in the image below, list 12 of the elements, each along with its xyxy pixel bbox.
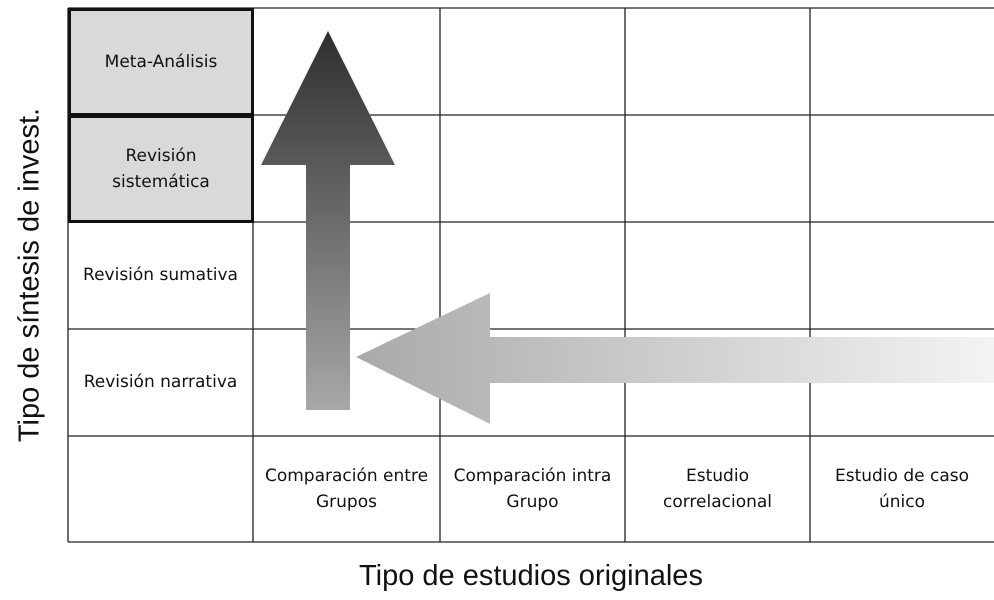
row-header: Revisión sumativa <box>83 264 238 288</box>
highlight-box <box>68 115 254 223</box>
axis-title: Tipo de síntesis de invest. <box>14 108 46 442</box>
row-header: Revisión narrativa <box>84 371 238 394</box>
axis-title: Tipo de estudios originales <box>359 560 703 592</box>
column-header: Estudio de caso único <box>834 464 970 514</box>
row-header: Revisión sistemática <box>111 144 211 194</box>
highlight-box <box>68 8 254 116</box>
row-header: Meta-Análisis <box>104 50 218 74</box>
column-header: Estudio correlacional <box>662 464 774 514</box>
column-header: Comparación intra Grupo <box>452 464 612 514</box>
column-header: Comparación entre Grupos <box>264 464 430 514</box>
